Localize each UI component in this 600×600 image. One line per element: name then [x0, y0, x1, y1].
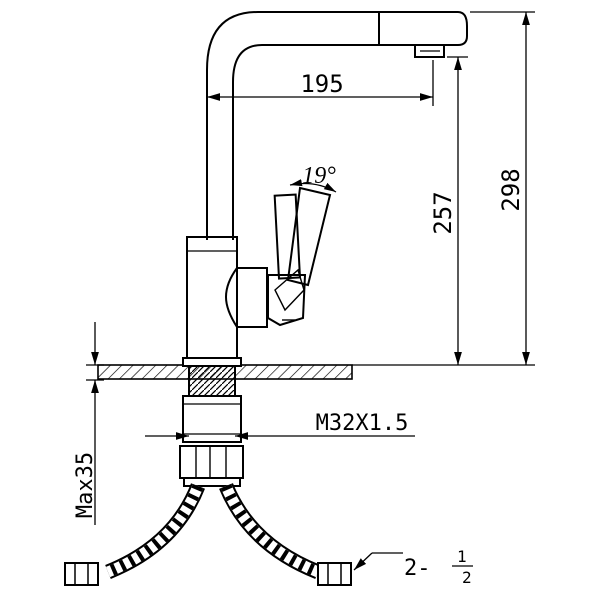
dimension-total-height: [352, 11, 535, 366]
handle-lever: [273, 193, 302, 280]
spout-reach-label: 195: [300, 70, 343, 98]
dimension-max-thickness: [86, 322, 104, 525]
dimension-spout-reach: [207, 60, 434, 106]
handle-lever-angled: [286, 186, 332, 287]
hose-connection-denominator: 2: [462, 568, 472, 587]
nut: [179, 445, 244, 479]
height-outlet-label: 257: [429, 191, 457, 234]
handle-angle-label: 19°: [302, 163, 336, 189]
max-thickness-label: Max35: [73, 452, 98, 518]
aerator: [414, 44, 445, 58]
spout-outline: [206, 11, 468, 240]
hose-connection-numerator: 1: [457, 547, 467, 566]
main-column: [186, 236, 238, 360]
hose-right-fitting: [317, 562, 352, 586]
total-height-label: 298: [497, 168, 525, 211]
faucet-body: [186, 11, 468, 360]
handle-hub: [224, 267, 268, 328]
threaded-shank: [179, 365, 244, 487]
hose-right: [219, 483, 352, 586]
thread-label: M32X1.5: [316, 411, 409, 436]
hose-connection-whole: 2-: [404, 556, 431, 581]
dimension-handle-angle: [289, 179, 337, 193]
dimension-hose-connection: [353, 552, 403, 571]
dimension-height-outlet: [447, 56, 468, 365]
hose-left-fitting: [64, 562, 99, 586]
hose-left: [64, 483, 205, 586]
